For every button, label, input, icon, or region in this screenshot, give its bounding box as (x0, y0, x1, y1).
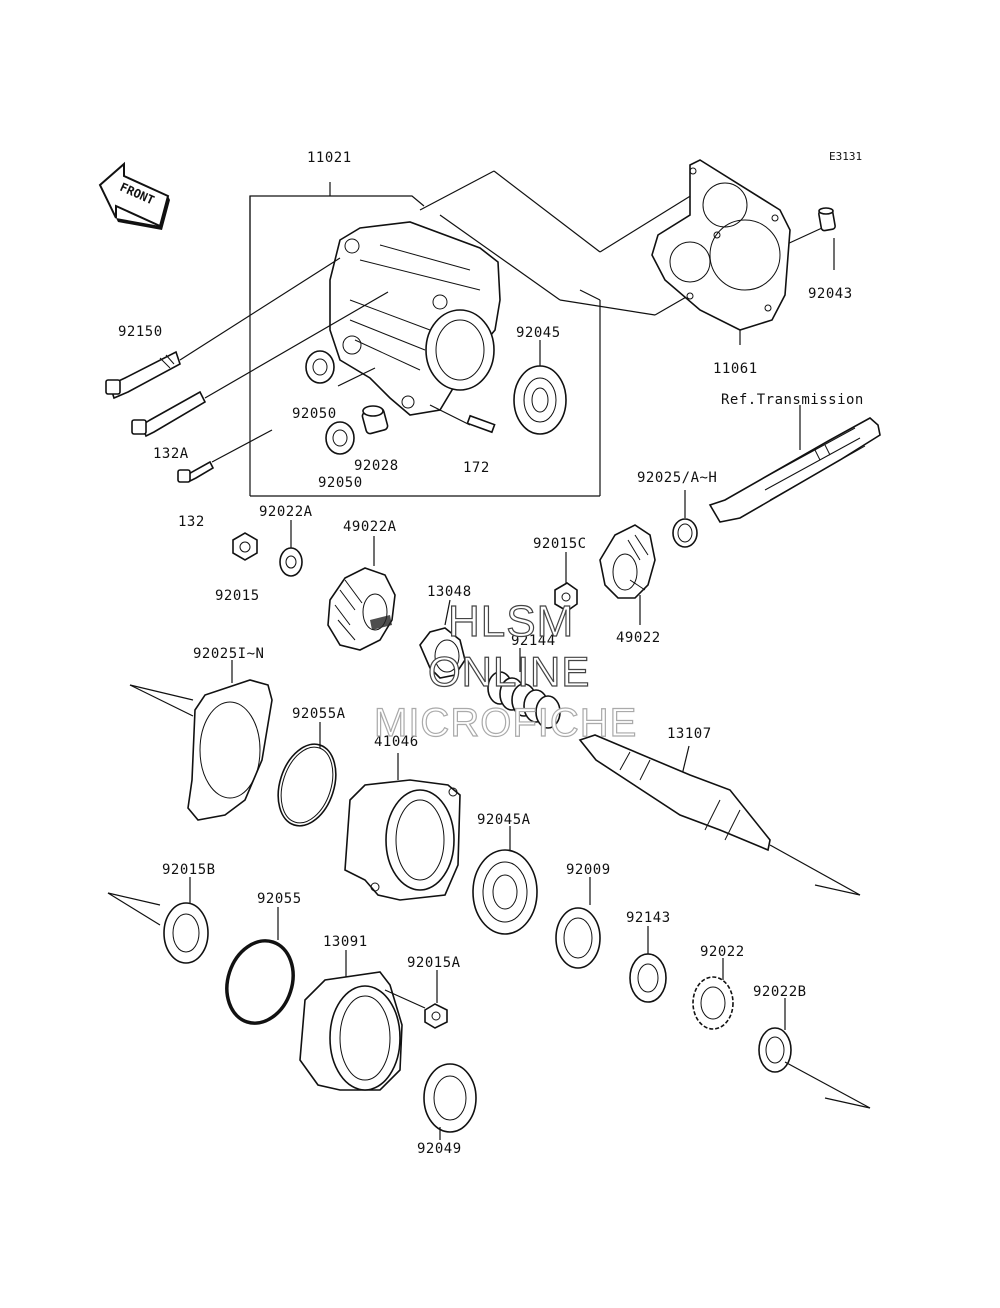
label-92015A: 92015A (407, 955, 461, 971)
label-92143: 92143 (626, 910, 671, 926)
label-49022A: 49022A (343, 519, 397, 535)
collar-92143 (629, 926, 667, 1003)
label-92015: 92015 (215, 588, 260, 604)
label-49022: 49022 (616, 630, 661, 646)
label-92028: 92028 (354, 458, 399, 474)
label-132A: 132A (153, 446, 189, 462)
shim-92025-A-H (672, 490, 698, 548)
case-group-bracket (249, 182, 601, 497)
pinion-shaft-13048 (419, 599, 466, 679)
label-41046: 41046 (374, 734, 419, 750)
label-92015B: 92015B (162, 862, 216, 878)
gasket-11061 (651, 159, 791, 331)
nut-92015C (554, 552, 578, 612)
label-92022: 92022 (700, 944, 745, 960)
label-92045A: 92045A (477, 812, 531, 828)
bolt-92150 (105, 257, 341, 400)
label-172: 172 (463, 460, 490, 476)
bevel-gear-49022A (327, 536, 396, 651)
label-92050-upper: 92050 (292, 406, 337, 422)
watermark: HLSM ONLINE MICROFICHE (373, 596, 637, 745)
oil-seal-92009 (555, 877, 601, 969)
label-92025-A-H: 92025/A~H (637, 470, 717, 486)
watermark-line3: MICROFICHE (374, 701, 637, 745)
label-92009: 92009 (566, 862, 611, 878)
spring-92144 (487, 648, 561, 729)
bearing-92050-upper (305, 350, 335, 384)
part-labels: 11021 11061 92043 92150 132A 132 92050 9… (118, 150, 864, 1157)
label-92045: 92045 (516, 325, 561, 341)
label-13091: 13091 (323, 934, 368, 950)
leader-92050 (337, 367, 376, 387)
washer-92022A (279, 520, 303, 577)
housing-13091 (299, 950, 403, 1091)
watermark-line2: ONLINE (428, 648, 590, 695)
o-ring-92055A (277, 722, 337, 827)
label-92049: 92049 (417, 1141, 462, 1157)
transmission-shaft-ref (708, 405, 881, 523)
label-11021: 11021 (307, 150, 352, 166)
gasket-92025I-N (129, 660, 273, 821)
bearing-92045 (513, 340, 567, 435)
label-13048: 13048 (427, 584, 472, 600)
lock-washer-92022 (692, 958, 734, 1030)
housing-41046 (344, 753, 461, 901)
label-92150: 92150 (118, 324, 163, 340)
dowel-pin-92043 (818, 207, 836, 232)
label-92022A: 92022A (259, 504, 313, 520)
label-92144: 92144 (511, 633, 556, 649)
label-92055: 92055 (257, 891, 302, 907)
bearing-92050-lower (325, 421, 355, 455)
label-132: 132 (178, 514, 205, 530)
bevel-gear-49022 (599, 524, 656, 625)
o-ring-92055 (225, 907, 295, 1025)
watermark-line1: HLSM (448, 597, 574, 646)
label-92050-lower: 92050 (318, 475, 363, 491)
washer-92022B (758, 998, 871, 1109)
label-92025I-N: 92025I~N (193, 646, 264, 662)
bushing-92028 (361, 405, 389, 435)
label-11061: 11061 (713, 361, 758, 377)
label-92043: 92043 (808, 286, 853, 302)
label-92015C: 92015C (533, 536, 587, 552)
diagram-code: E3131 (829, 150, 862, 163)
shaft-13107 (578, 734, 861, 896)
label-ref-transmission: Ref.Transmission (721, 392, 864, 408)
bolt-132 (177, 429, 273, 483)
front-arrow-icon: FRONT (98, 161, 170, 230)
label-13107: 13107 (667, 726, 712, 742)
gear-case-11021 (329, 221, 501, 416)
nut-92015A (384, 970, 448, 1029)
oil-seal-92049 (423, 1063, 477, 1140)
nut-92015 (232, 532, 258, 561)
ring-nut-92015B (107, 877, 209, 964)
bearing-92045A (472, 826, 538, 935)
label-92055A: 92055A (292, 706, 346, 722)
stud-172 (429, 404, 496, 434)
bolt-132A (131, 291, 389, 438)
label-92022B: 92022B (753, 984, 807, 1000)
